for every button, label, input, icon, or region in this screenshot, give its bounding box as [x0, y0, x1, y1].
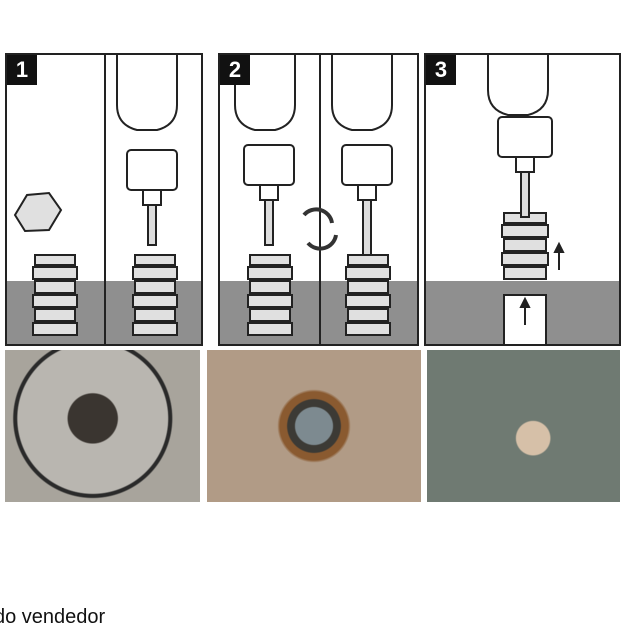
step-2-panel: 2	[218, 53, 419, 346]
photo-extractor-inserted	[207, 350, 421, 502]
step-3-illustration	[426, 55, 619, 344]
broken-screw-head-icon	[13, 191, 63, 233]
rotate-icon	[302, 207, 338, 251]
step-3-panel: 3	[424, 53, 621, 346]
drill-icon	[116, 55, 178, 246]
seller-caption: do vendedor	[0, 606, 106, 628]
step-number: 3	[426, 55, 456, 85]
photo-stripped-screw	[5, 350, 200, 502]
step-1-panel: 1	[5, 53, 203, 346]
step-number: 2	[220, 55, 250, 85]
up-arrow-icon	[519, 241, 565, 325]
step-number: 1	[7, 55, 37, 85]
step-1-illustration	[7, 55, 201, 344]
screw-shaft-icon	[32, 254, 178, 336]
step-2-illustration	[220, 55, 417, 344]
photo-screw-removed	[427, 350, 620, 502]
